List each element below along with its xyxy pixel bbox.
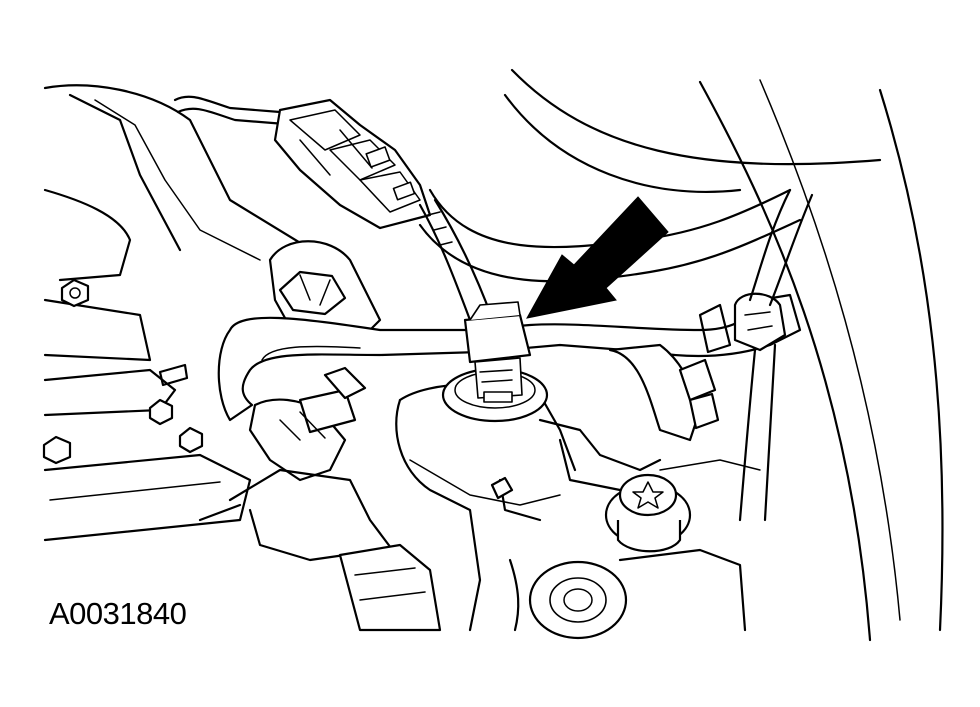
- torx-bolt: [604, 473, 692, 553]
- right-hose-down: [738, 348, 757, 522]
- left-lower-line: [49, 481, 221, 501]
- bolt-left-4: [178, 426, 204, 454]
- bolt-left-1: [60, 278, 90, 308]
- cover-ridge: [68, 93, 182, 252]
- stud-left: [158, 363, 189, 387]
- right-base: [618, 548, 747, 632]
- hose-bracket: [698, 303, 732, 354]
- module-inner-edge: [248, 508, 347, 562]
- highlighted-clip: [463, 301, 532, 403]
- strut-curve: [698, 80, 872, 642]
- module-box: [338, 543, 442, 632]
- harness-wire-1: [418, 203, 472, 322]
- arrow-pointer-icon: [526, 196, 669, 319]
- strut-curve-right: [878, 88, 944, 632]
- hose-shade: [261, 345, 361, 361]
- right-hose-up: [748, 188, 792, 302]
- right-hose-down-2: [763, 343, 777, 522]
- right-hose-up-2: [768, 193, 814, 307]
- harness-curve-lower: [418, 218, 802, 283]
- lower-hose-collar: [298, 388, 357, 434]
- wire-top-2: [176, 107, 287, 126]
- bolt-left-2: [148, 398, 174, 426]
- left-lower-plate: [43, 453, 252, 542]
- right-base-line: [659, 459, 761, 471]
- panel-curve: [503, 93, 742, 193]
- bracket-edge-2: [558, 438, 622, 492]
- lower-hose-ridges: [279, 411, 326, 441]
- strut-inner: [759, 79, 901, 621]
- bolt-left-3: [42, 435, 72, 465]
- cover-ridge-inner: [94, 99, 261, 261]
- electrical-connector: [273, 98, 432, 230]
- cover-edge: [43, 84, 322, 257]
- p-clip-right: [733, 292, 787, 352]
- reservoir-left-edge: [395, 398, 482, 632]
- hose-elbow-right: [608, 343, 702, 442]
- module-link: [198, 503, 242, 522]
- hose-clamp-right: [678, 358, 720, 430]
- reservoir-seam: [409, 459, 561, 506]
- reference-code-label: A0031840: [46, 596, 190, 632]
- bracket-edge: [538, 418, 662, 472]
- round-boss: [528, 560, 628, 640]
- left-plate: [43, 368, 177, 417]
- wire-top: [173, 95, 282, 114]
- small-fitting: [323, 366, 367, 400]
- wire-tape: [427, 211, 453, 246]
- left-block: [43, 298, 152, 362]
- boss-outer-edge: [508, 558, 520, 632]
- reservoir-nub: [490, 476, 514, 500]
- module-ribs: [354, 567, 426, 601]
- left-bracket: [43, 188, 132, 282]
- panel-curve-outer: [510, 68, 882, 166]
